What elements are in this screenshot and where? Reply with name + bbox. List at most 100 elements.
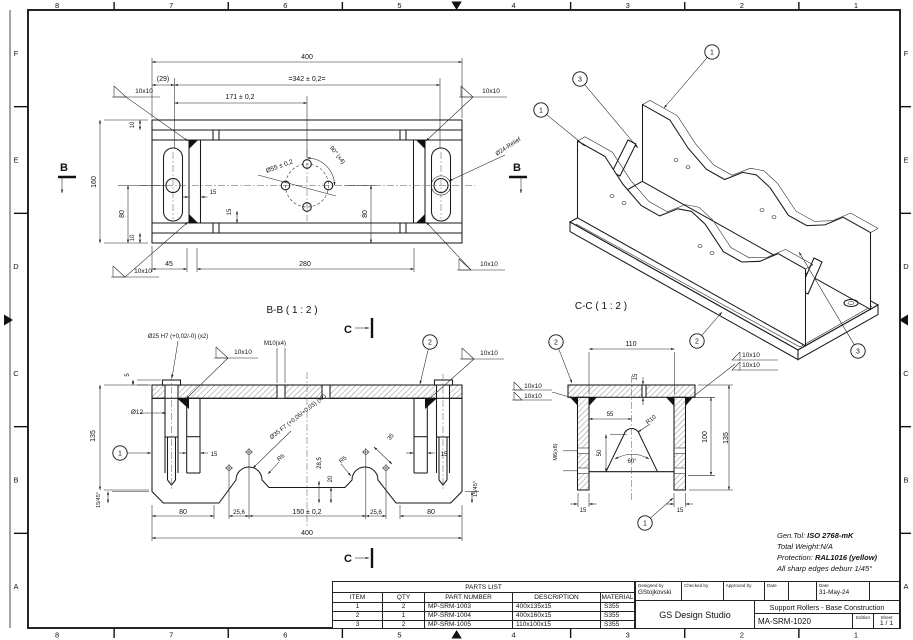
dim-label: Ø12	[131, 409, 144, 416]
zone-label-right: C	[903, 369, 909, 378]
balloon-circle	[704, 44, 720, 60]
dim-label: 10x10	[480, 261, 498, 268]
balloon-number: 1	[643, 520, 647, 527]
dim-label: R10	[645, 414, 658, 426]
dim-label: 28,5	[317, 457, 323, 469]
approved-by-value	[724, 588, 764, 589]
note-line: Total Weight:N/A	[777, 542, 833, 551]
title-block-main-row: GS Design Studio Support Rollers - Base …	[636, 601, 899, 629]
zone-label-top: 8	[55, 1, 59, 10]
dim-label: 15/45°	[96, 492, 102, 508]
parts-cell: DESCRIPTION	[512, 593, 600, 602]
dim-label: 15	[211, 452, 218, 458]
dim-label: 10x10	[742, 362, 760, 369]
dim-label: =342 ± 0,2=	[288, 76, 325, 83]
date1-cell: Date	[763, 582, 788, 600]
dim-label: 15	[227, 208, 233, 215]
balloon-circle	[422, 334, 438, 350]
date1-value	[765, 588, 788, 589]
parts-cell: QTY	[382, 593, 424, 602]
zone-label-top: 6	[283, 1, 287, 10]
zone-label-left: B	[13, 476, 18, 485]
parts-cell: 2	[382, 620, 424, 629]
dim-label: 10x10	[524, 383, 542, 390]
parts-cell: MP-SRM-1004	[424, 611, 512, 620]
dim-label: 10x10	[134, 268, 152, 275]
note-line: Protection: RAL1016 (yellow)	[777, 553, 878, 562]
balloon-leader	[663, 57, 708, 109]
spacer-cell	[869, 582, 899, 600]
dim-label: Ø24-Relief	[495, 137, 523, 158]
dim-label: 400	[301, 54, 313, 61]
dim-label: 80	[179, 509, 187, 516]
date1-label: Date	[766, 583, 777, 588]
general-notes: Gen.Tol: ISO 2768-mK Total Weight:N/A Pr…	[777, 530, 907, 574]
designed-by-cell: Designed by GStojkovski	[636, 582, 681, 600]
spacer-cell	[787, 582, 816, 600]
balloon-leader	[584, 84, 639, 149]
balloon-number: 1	[710, 49, 714, 56]
designed-by-value: GStojkovski	[638, 589, 672, 596]
balloon-number: 2	[695, 338, 699, 345]
zone-label-right: E	[903, 156, 908, 165]
checked-by-value	[682, 588, 723, 589]
dim-label: M6(x8)	[553, 443, 559, 460]
dim-label: 150 ± 0,2	[292, 509, 321, 516]
parts-list-title-row: PARTS LIST	[333, 582, 634, 592]
sheet-value: 1 / 1	[879, 620, 894, 627]
dim-label: 25,6	[370, 510, 382, 516]
zone-label-left: A	[13, 582, 18, 591]
zone-label-right: D	[903, 262, 909, 271]
zone-label-bottom: 4	[511, 631, 515, 640]
date2-cell: Date 31-May-24	[815, 582, 869, 600]
dim-label: R5	[339, 455, 349, 465]
approved-by-cell: Approved by	[722, 582, 764, 600]
doc-number-row: MA-SRM-1020 Edition Sheet 1 / 1	[755, 614, 899, 629]
zone-label-top: 3	[626, 1, 630, 10]
zone-label-left: E	[13, 156, 18, 165]
checked-by-label: Checked by	[684, 583, 709, 588]
parts-cell: MP-SRM-1003	[424, 603, 512, 611]
title-area: Support Rollers - Base Construction MA-S…	[754, 601, 899, 629]
parts-cell: 110x100x15	[512, 620, 600, 629]
dim-label: 400	[301, 530, 313, 537]
dim-label: 10x10	[480, 350, 498, 357]
zone-label-top: 7	[169, 1, 173, 10]
balloon-circle	[112, 445, 128, 461]
dim-label: C	[344, 553, 352, 565]
note-line: Gen.Tol: ISO 2768-mK	[777, 531, 854, 540]
parts-cell: MATERIAL	[600, 593, 634, 602]
dim-label: 15	[580, 508, 587, 514]
approved-by-label: Approved by	[725, 583, 752, 588]
zone-label-right: A	[903, 582, 908, 591]
balloon-leader	[650, 497, 674, 519]
dim-label: 10x10	[482, 88, 500, 95]
date2-value: 31-May-24	[818, 589, 850, 596]
section-bb	[98, 318, 504, 568]
document-number: MA-SRM-1020	[758, 617, 811, 626]
parts-cell: 400x160x15	[512, 611, 600, 620]
balloon-number: 3	[856, 348, 860, 355]
dim-label: 45	[165, 261, 173, 268]
note-line: All sharp edges deburr 1/45°	[777, 564, 873, 573]
dim-label: 80	[362, 210, 369, 218]
dim-label: 80	[427, 509, 435, 516]
front-view	[58, 58, 527, 278]
parts-cell: 2	[355, 612, 360, 620]
dim-label: 5	[125, 373, 131, 377]
parts-cell: 1	[382, 611, 424, 620]
parts-cell: 3	[355, 620, 360, 628]
zone-label-right: F	[904, 49, 909, 58]
sheet-label: Sheet	[880, 615, 893, 620]
parts-cell: 2	[382, 603, 424, 611]
balloon-circle	[689, 333, 705, 349]
dim-label: 10x10	[234, 349, 252, 356]
dim-label: 10	[130, 234, 136, 241]
isometric-view	[568, 100, 880, 361]
dim-label: 20	[328, 475, 334, 482]
zone-label-top: 1	[854, 1, 858, 10]
